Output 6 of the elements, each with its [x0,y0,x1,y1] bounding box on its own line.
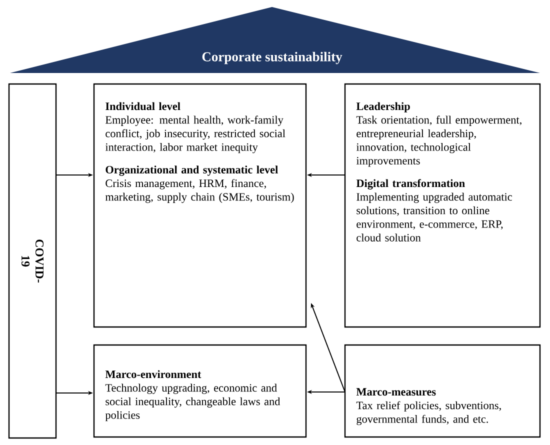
factor-box: Marco-environment Technology upgrading, economic and social inequality, changeable laws and policies [93,344,307,438]
roof-triangle: Corporate sustainability [10,7,540,73]
factor-box: Leadership Task orientation, full empowerment, entrepreneurial leadership, innovation, technological improvements Digital transformation Implementing upgraded automatic solutions, transition to online environment, e-commerce, ERP, cloud solution [344,83,541,328]
factor-box: Marco-measures Tax relief policies, subventions, governmental funds, and etc. [344,344,541,438]
factor-box: COVID-19 [8,83,57,439]
factor-box: Individual level Employee: mental health, work-family conflict, job insecurity, restricted social interaction, labor market inequity Organizational and systematic level Crisis management, HRM, finance, marketing, supply chain (SMEs, tourism) [93,83,307,328]
